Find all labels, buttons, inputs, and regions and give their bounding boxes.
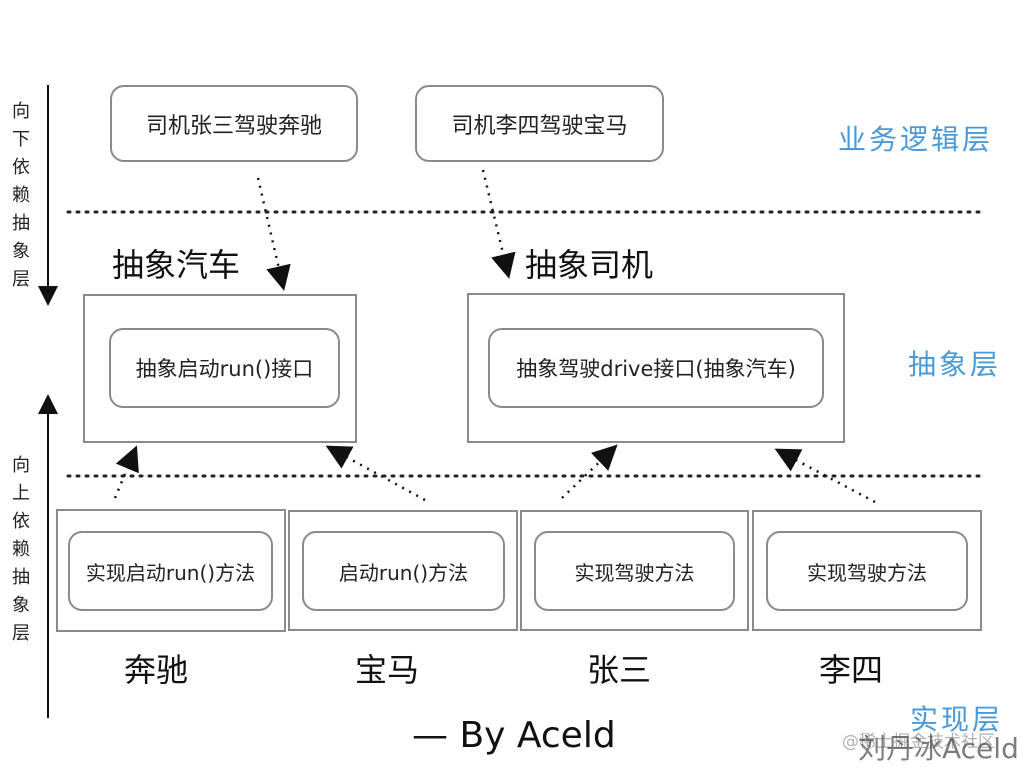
layer-label-implementation: 实现层 <box>910 703 1004 736</box>
driver-zhangsan-box: 司机张三驾驶奔驰 <box>110 85 358 162</box>
driver-lisi-box: 司机李四驾驶宝马 <box>415 85 664 162</box>
layer-label-business: 业务逻辑层 <box>838 123 994 156</box>
side-text-up: 向上依赖抽象层 <box>12 455 30 644</box>
impl-name-benz: 奔驰 <box>124 651 189 689</box>
impl-name-bmw: 宝马 <box>355 651 420 689</box>
impl-name-zhangsan: 张三 <box>587 651 652 689</box>
watermark-site: @稀土掘金技术社区 <box>842 732 995 752</box>
impl-method-lisi: 实现驾驶方法 <box>766 531 968 611</box>
credit-text: — By Aceld <box>412 715 616 756</box>
arrow-lisi-impl-to-abstract-driver <box>774 448 876 504</box>
arrow-bmw-to-abstract-car <box>325 445 426 502</box>
side-text-down: 向下依赖抽象层 <box>12 101 30 290</box>
driver-drive-interface-box: 抽象驾驶drive接口(抽象汽车) <box>488 328 824 408</box>
arrow-zhangsan-impl-to-abstract-driver <box>561 444 618 499</box>
layer-label-abstract: 抽象层 <box>908 348 1002 381</box>
car-run-interface-box: 抽象启动run()接口 <box>109 328 340 408</box>
impl-method-zhangsan: 实现驾驶方法 <box>534 531 735 611</box>
watermark-author: 刘丹冰Aceld <box>858 732 1019 765</box>
arrow-benz-to-abstract-car <box>113 445 139 499</box>
abstract-car-title: 抽象汽车 <box>112 246 241 284</box>
abstract-driver-title: 抽象司机 <box>525 246 654 284</box>
impl-method-bmw: 启动run()方法 <box>302 531 505 611</box>
arrow-zhangsan-to-abstract-car <box>256 177 291 291</box>
impl-method-benz: 实现启动run()方法 <box>68 531 273 611</box>
impl-name-lisi: 李四 <box>819 651 884 689</box>
arrow-lisi-to-abstract-driver <box>481 169 516 279</box>
